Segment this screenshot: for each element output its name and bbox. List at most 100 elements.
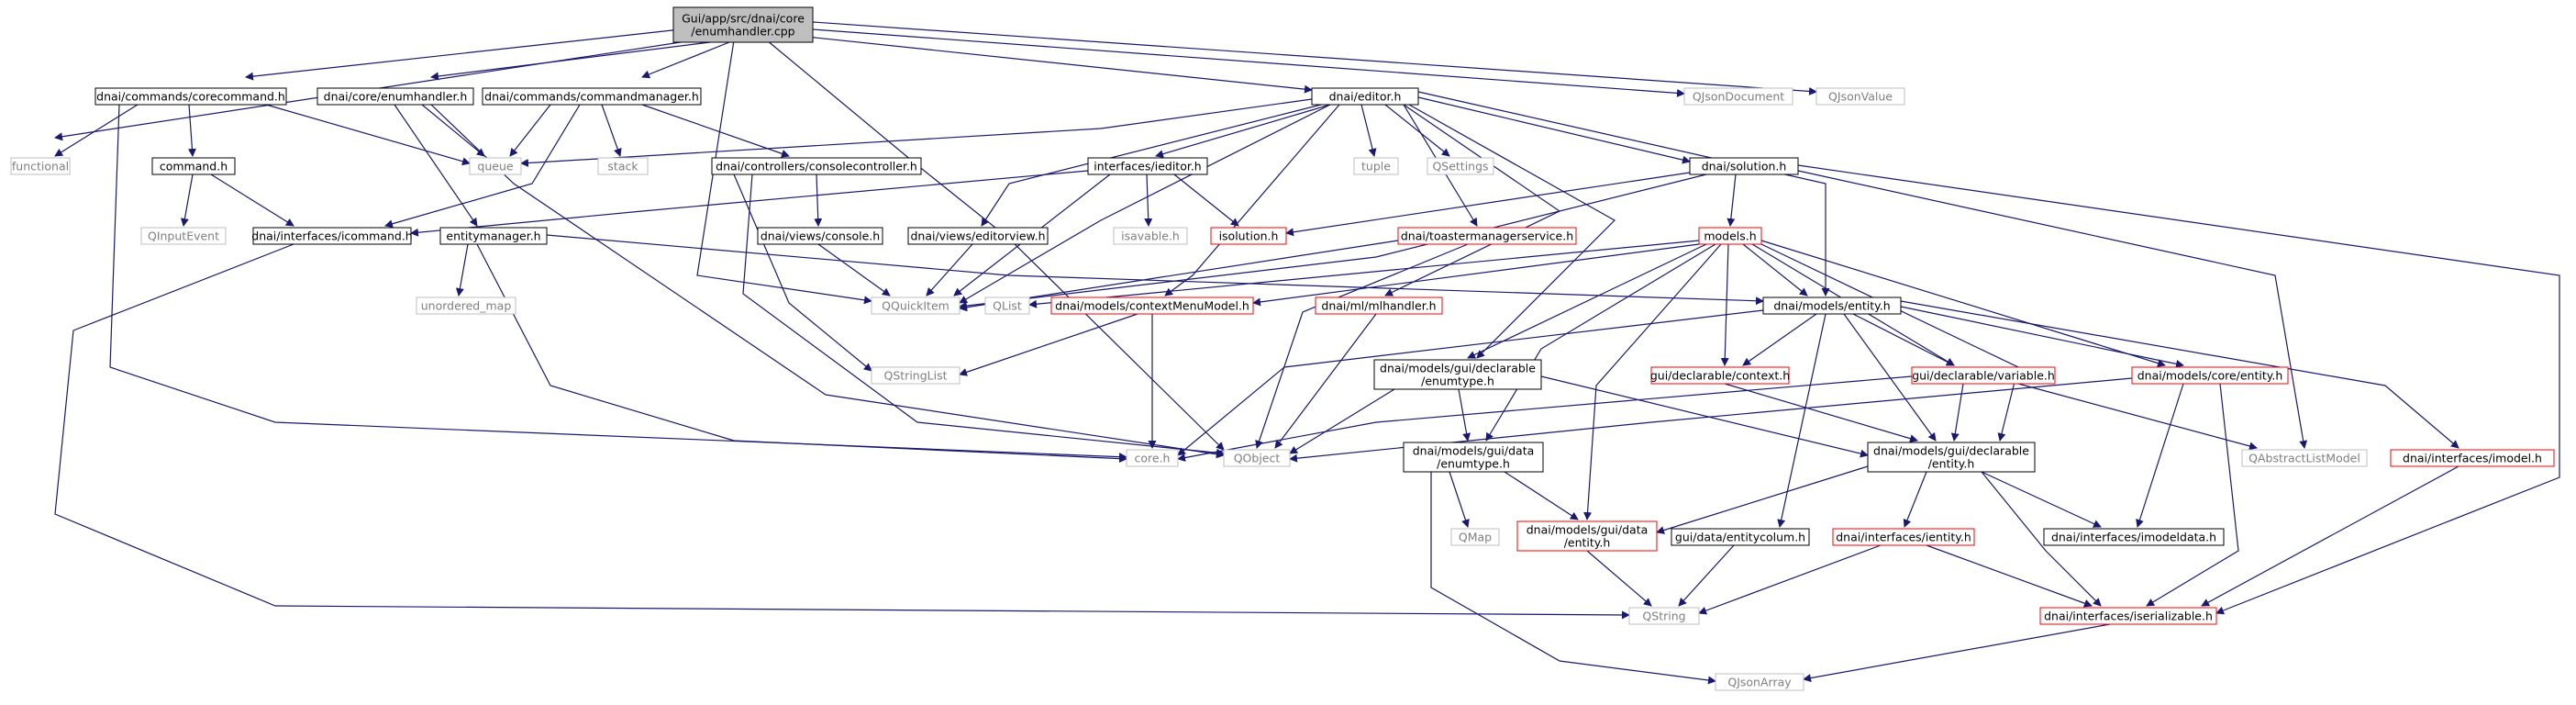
node-qmap[interactable]: QMap [1450,528,1500,546]
node-imodel[interactable]: dnai/interfaces/imodel.h [2390,449,2555,467]
node-entitymanager[interactable]: entitymanager.h [439,227,548,245]
node-enumhandler_h[interactable]: dnai/core/enumhandler.h [316,87,474,106]
node-gd_variable[interactable]: gui/declarable/variable.h [1911,366,2056,385]
edge-gd_variable-to-qabstractlistmodel [2017,383,2258,451]
node-label: dnai/commands/commandmanager.h [484,90,699,104]
node-command_h[interactable]: command.h [151,157,236,175]
node-qsettings[interactable]: QSettings [1427,157,1494,175]
edge-models_h-to-gd_entity [1760,243,2019,442]
node-ieditor[interactable]: interfaces/ieditor.h [1087,157,1208,175]
node-box [672,6,814,43]
node-box [1397,227,1577,245]
node-qquickitem[interactable]: QQuickItem [871,297,960,315]
node-console_h[interactable]: dnai/views/console.h [757,227,883,245]
node-label: QObject [1234,452,1281,465]
node-label: tuple [1361,160,1391,173]
node-label: QInputEvent [148,229,219,243]
node-label: unordered_map [421,299,512,313]
node-editor_h[interactable]: dnai/editor.h [1311,87,1419,106]
node-core_entity[interactable]: dnai/models/core/entity.h [2131,366,2289,385]
edge-mlhandler-to-qobject [1274,313,1377,449]
edge-entitymanager-to-unordered_map [455,243,469,297]
edge-models_h-to-contextmenumodel [1252,243,1700,307]
node-label: command.h [160,160,228,173]
node-isolution[interactable]: isolution.h [1210,227,1287,245]
node-gd_enumtype[interactable]: dnai/models/gui/declarable/enumtype.h [1373,359,1542,390]
edge-data_enumtype-to-qmap [1449,471,1470,528]
node-label: dnai/editor.h [1329,90,1402,104]
node-corecommand[interactable]: dnai/commands/corecommand.h [94,87,287,106]
node-core_h[interactable]: core.h [1126,449,1179,467]
node-box [1671,528,1810,546]
edge-ieditor-to-isavable [1144,173,1153,227]
edge-consolecontroller-to-console_h [814,173,823,227]
node-box [984,297,1030,315]
node-ientity[interactable]: dnai/interfaces/ientity.h [1832,528,1975,546]
node-gd_entity[interactable]: dnai/models/gui/declarable/entity.h [1867,442,2036,473]
node-qjsonvalue[interactable]: QJsonValue [1815,87,1905,106]
edge-solution_h-to-models_h [1727,173,1737,227]
node-box [1683,87,1793,106]
node-data_entity[interactable]: dnai/models/gui/data/entity.h [1516,520,1658,552]
node-qobject[interactable]: QObject [1223,449,1291,467]
node-imodeldata[interactable]: dnai/interfaces/imodeldata.h [2043,528,2225,546]
edge-toastermanagerservice-to-qobject [1255,243,1469,449]
node-consolecontroller[interactable]: dnai/controllers/consolecontroller.h [711,157,922,175]
edge-ientity-to-qstring [1698,544,1882,615]
edge-gd_entity-to-imodeldata [1981,471,2102,528]
node-qstring[interactable]: QString [1628,607,1700,625]
node-qlist[interactable]: QList [984,297,1030,315]
node-box [1450,528,1500,546]
node-box [316,87,474,106]
edge-solution_h-to-iserializable [1797,164,2560,615]
edge-editor_h-to-contextmenumodel [1164,104,1340,297]
node-box [140,227,227,245]
node-label: dnai/commands/corecommand.h [96,90,285,104]
edge-consolecontroller-to-qstringlist [733,173,872,372]
node-unordered_map[interactable]: unordered_map [416,297,516,315]
node-stack[interactable]: stack [597,157,649,175]
node-tuple[interactable]: tuple [1353,157,1399,175]
edge-corecommand-to-queue [265,104,471,166]
node-data_enumtype[interactable]: dnai/models/gui/data/enumtype.h [1403,442,1544,473]
node-contextmenumodel[interactable]: dnai/models/contextMenuModel.h [1050,297,1254,315]
node-label: dnai/interfaces/imodeldata.h [2051,531,2216,544]
node-editorview[interactable]: dnai/views/editorview.h [907,227,1049,245]
node-icommand[interactable]: dnai/interfaces/icommand.h [251,227,413,245]
edge-entitymanager-to-core_h [476,243,1127,464]
node-box [2241,449,2368,467]
node-box [1315,297,1443,315]
node-qstringlist[interactable]: QStringList [871,366,960,385]
edge-editor_h-to-solution_h [1417,96,1691,164]
edge-models_entity-to-entitycolum [1777,313,1827,528]
node-solution_h[interactable]: dnai/solution.h [1689,157,1799,175]
node-label: core.h [1135,452,1171,465]
edge-core_entity-to-imodeldata [2136,383,2184,528]
node-functional[interactable]: functional [10,157,71,175]
node-gd_context[interactable]: gui/declarable/context.h [1650,366,1790,385]
edge-editor_h-to-qsettings [1384,104,1450,157]
edge-enumhandler_h-to-queue [421,104,485,157]
node-models_h[interactable]: models.h [1698,227,1762,245]
node-entitycolum[interactable]: gui/data/entitycolum.h [1671,528,1810,546]
node-label: QQuickItem [882,299,949,313]
node-label: isavable.h [1121,229,1180,243]
node-commandmanager[interactable]: dnai/commands/commandmanager.h [482,87,702,106]
node-root[interactable]: Gui/app/src/dnai/core/enumhandler.cpp [672,6,814,43]
edge-data_entity-to-qstring [1586,550,1652,607]
edge-entitymanager-to-models_entity [546,234,1764,306]
node-isavable[interactable]: isavable.h [1113,227,1188,245]
node-qabstractlistmodel[interactable]: QAbstractListModel [2241,449,2368,467]
node-iserializable[interactable]: dnai/interfaces/iserializable.h [2039,607,2217,625]
node-mlhandler[interactable]: dnai/ml/mlhandler.h [1315,297,1443,315]
node-qjsondocument[interactable]: QJsonDocument [1683,87,1793,106]
edge-root-to-qjsonvalue [812,21,1817,95]
node-qjsonarray[interactable]: QJsonArray [1715,673,1804,691]
node-queue[interactable]: queue [469,157,522,175]
node-box [2390,449,2555,467]
edge-editor_h-to-gd_enumtype [1408,104,1616,359]
node-toastermanagerservice[interactable]: dnai/toastermanagerservice.h [1397,227,1577,245]
node-box [94,87,287,106]
node-qinputevent[interactable]: QInputEvent [140,227,227,245]
node-models_entity[interactable]: dnai/models/entity.h [1762,297,1902,315]
